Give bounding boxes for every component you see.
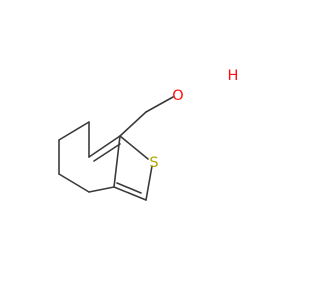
sulfur-atom-label: S xyxy=(149,155,158,171)
bond-ch2-o xyxy=(145,96,174,113)
bond-c3-c3a-double xyxy=(116,182,142,194)
bond-c1-c7a-double xyxy=(93,143,121,162)
atom-labels: O H S xyxy=(149,68,238,171)
bond-c5-c4 xyxy=(58,173,90,193)
bond-c1-ch2 xyxy=(119,111,147,137)
bond-c7-c6 xyxy=(58,121,90,141)
oxygen-atom-label: O xyxy=(172,88,183,104)
bond-s-c3 xyxy=(145,165,153,201)
bond-c1-s xyxy=(119,135,149,160)
hydroxyl-hydrogen-label: H xyxy=(228,68,239,84)
bond-c3-c3a xyxy=(113,186,147,201)
bond-c1-c7a xyxy=(88,135,121,158)
bond-lines xyxy=(58,96,174,201)
structure-canvas: O H S xyxy=(58,68,239,201)
bond-c4-c3a xyxy=(88,186,115,193)
